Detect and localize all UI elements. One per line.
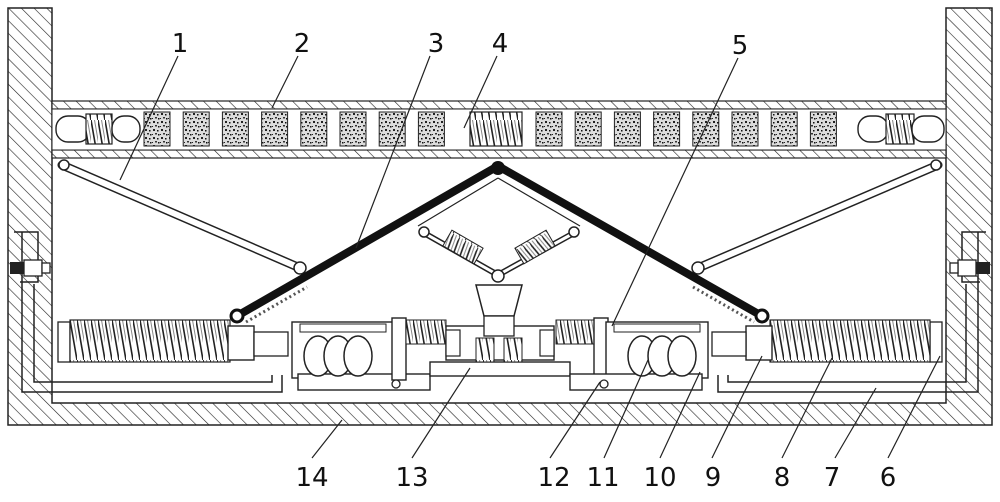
label-4: 4 bbox=[492, 29, 509, 59]
inner-struts bbox=[417, 177, 581, 283]
right-lower-assembly bbox=[555, 317, 709, 391]
beam-end-piston-left bbox=[55, 113, 141, 145]
label-5: 5 bbox=[732, 31, 749, 61]
filler-block bbox=[417, 111, 445, 147]
left-link bbox=[57, 159, 307, 275]
label-7: 7 bbox=[824, 463, 841, 493]
label-2: 2 bbox=[294, 29, 311, 59]
reference-labels: 1 2 3 4 5 6 7 8 9 10 11 12 13 14 bbox=[172, 29, 897, 493]
label-12: 12 bbox=[537, 463, 570, 493]
filler-block bbox=[182, 111, 210, 147]
label-13: 13 bbox=[395, 463, 428, 493]
label-9: 9 bbox=[705, 463, 722, 493]
beam-end-piston-right bbox=[857, 113, 945, 145]
left-coil-spring bbox=[57, 319, 289, 363]
right-coil-spring bbox=[711, 319, 943, 363]
filler-block bbox=[143, 111, 171, 147]
filler-block bbox=[221, 111, 249, 147]
left-lower-assembly bbox=[291, 317, 447, 391]
filler-block bbox=[692, 111, 720, 147]
filler-block bbox=[261, 111, 289, 147]
filler-blocks bbox=[143, 111, 837, 147]
filler-block bbox=[378, 111, 406, 147]
filler-block bbox=[574, 111, 602, 147]
filler-block bbox=[535, 111, 563, 147]
filler-block bbox=[809, 111, 837, 147]
filler-block bbox=[339, 111, 367, 147]
filler-block bbox=[731, 111, 759, 147]
right-wall-bracket bbox=[949, 231, 990, 283]
filler-block bbox=[300, 111, 328, 147]
label-14: 14 bbox=[295, 463, 328, 493]
center-block bbox=[429, 284, 571, 377]
filler-block bbox=[613, 111, 641, 147]
label-6: 6 bbox=[880, 463, 897, 493]
label-8: 8 bbox=[774, 463, 791, 493]
beam-spring bbox=[469, 111, 523, 147]
bottom-rails bbox=[21, 232, 979, 393]
leader-lines bbox=[119, 55, 941, 459]
left-wall-bracket bbox=[10, 231, 51, 283]
label-10: 10 bbox=[643, 463, 676, 493]
label-3: 3 bbox=[428, 29, 445, 59]
right-link bbox=[691, 159, 943, 275]
label-11: 11 bbox=[586, 463, 619, 493]
filler-block bbox=[653, 111, 681, 147]
triangle-frame bbox=[229, 161, 770, 324]
filler-block bbox=[770, 111, 798, 147]
label-1: 1 bbox=[172, 29, 189, 59]
